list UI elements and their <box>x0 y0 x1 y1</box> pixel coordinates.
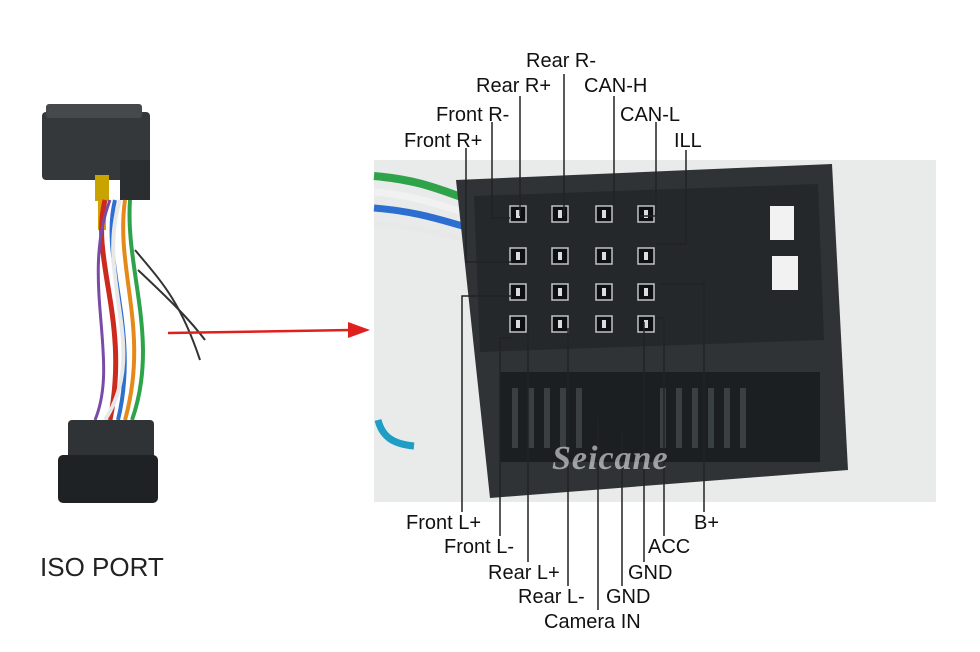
leader-acc <box>656 317 665 536</box>
pin-contact-7 <box>602 252 606 260</box>
pointer-arrow <box>167 322 370 338</box>
pin-contact-6 <box>558 252 562 260</box>
label-front-r-plus: Front R+ <box>404 130 483 152</box>
label-can-h: CAN-H <box>584 75 648 97</box>
pin-contact-2 <box>558 210 562 218</box>
iso-port-caption: ISO PORT <box>40 552 164 582</box>
pin-contact-8 <box>644 252 648 260</box>
connector-ribs <box>512 388 746 448</box>
leader-front-r-plus <box>465 148 512 263</box>
leader-b-plus <box>660 283 705 512</box>
wire-orange <box>121 199 137 421</box>
label-front-r-minus: Front R- <box>436 104 510 126</box>
label-b-plus: B+ <box>694 512 720 534</box>
wire-black-loose-2 <box>137 269 206 341</box>
pin-contact-3 <box>602 210 606 218</box>
connector-slot-2 <box>772 256 798 290</box>
rca-plug-yellow <box>95 175 109 201</box>
leader-front-r-minus <box>491 122 510 219</box>
harness-illustration <box>42 104 206 503</box>
pin-contact-11 <box>602 288 606 296</box>
pin-contact-12 <box>644 288 648 296</box>
label-rear-l-plus: Rear L+ <box>488 562 560 584</box>
label-ill: ILL <box>674 130 702 152</box>
pin-contact-5 <box>516 252 520 260</box>
leader-front-l-plus <box>461 295 512 512</box>
wire-purple <box>93 199 112 421</box>
pin-contact-9 <box>516 288 520 296</box>
label-rear-r-plus: Rear R+ <box>476 75 552 97</box>
label-rear-l-minus: Rear L- <box>518 586 585 608</box>
label-front-l-plus: Front L+ <box>406 512 482 534</box>
wire-black-loose <box>134 249 201 361</box>
photo-wire-white-2 <box>373 221 471 243</box>
wire-red <box>99 199 119 421</box>
pin-contact-1 <box>516 210 520 218</box>
arrow-head <box>348 322 370 338</box>
harness-plug-small <box>120 160 150 200</box>
pin-contact-14 <box>558 320 562 328</box>
arrow-shaft <box>167 328 353 335</box>
label-can-l: CAN-L <box>620 104 681 126</box>
photo-wire-cyan <box>374 418 415 450</box>
label-front-l-minus: Front L- <box>444 536 515 558</box>
connector-pins <box>509 205 655 333</box>
leader-can-l <box>640 122 657 217</box>
pin-contact-16 <box>644 320 648 328</box>
harness-module-lid <box>46 104 142 118</box>
leader-front-l-minus <box>499 337 512 536</box>
pin-contact-4 <box>644 210 648 218</box>
harness-iso-plug <box>68 420 154 460</box>
label-camera-in: Camera IN <box>544 611 641 633</box>
watermark-text: Seicane <box>552 440 669 477</box>
connector-face <box>474 184 824 352</box>
pin-contact-15 <box>602 320 606 328</box>
leader-ill <box>656 150 687 245</box>
wire-green <box>127 199 145 421</box>
connector-slot-1 <box>770 206 794 240</box>
label-rear-r-minus: Rear R- <box>526 50 597 72</box>
pin-contact-13 <box>516 320 520 328</box>
leader-lines <box>461 74 705 610</box>
wire-white <box>103 199 126 422</box>
label-gnd-1: GND <box>628 562 673 584</box>
label-acc: ACC <box>648 536 691 558</box>
label-gnd-2: GND <box>606 586 651 608</box>
pin-contact-10 <box>558 288 562 296</box>
harness-iso-plug-base <box>58 455 158 503</box>
